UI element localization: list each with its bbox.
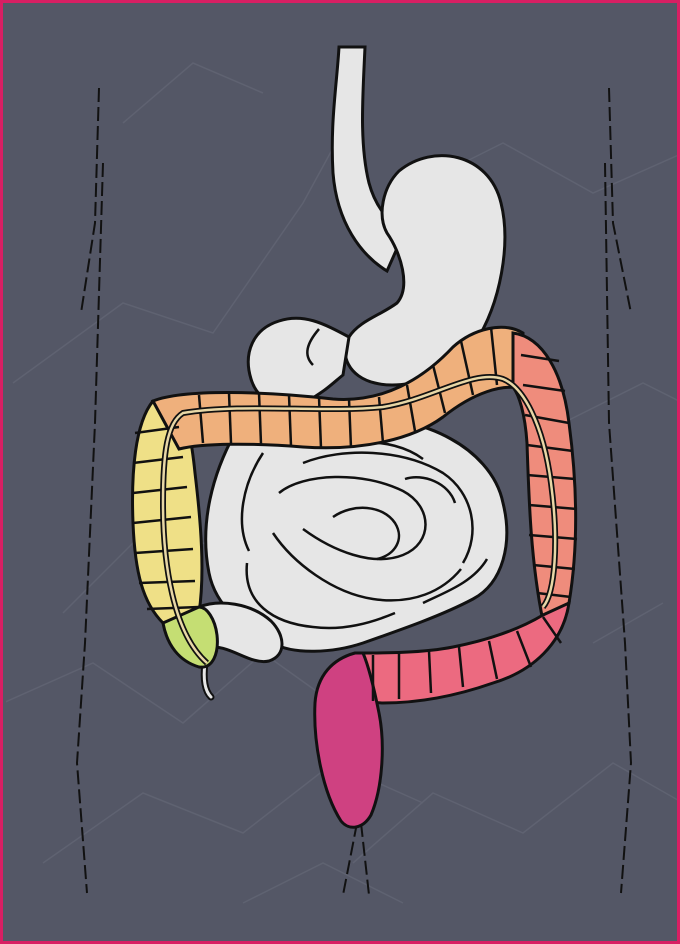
digestive-tract-diagram (3, 3, 680, 944)
